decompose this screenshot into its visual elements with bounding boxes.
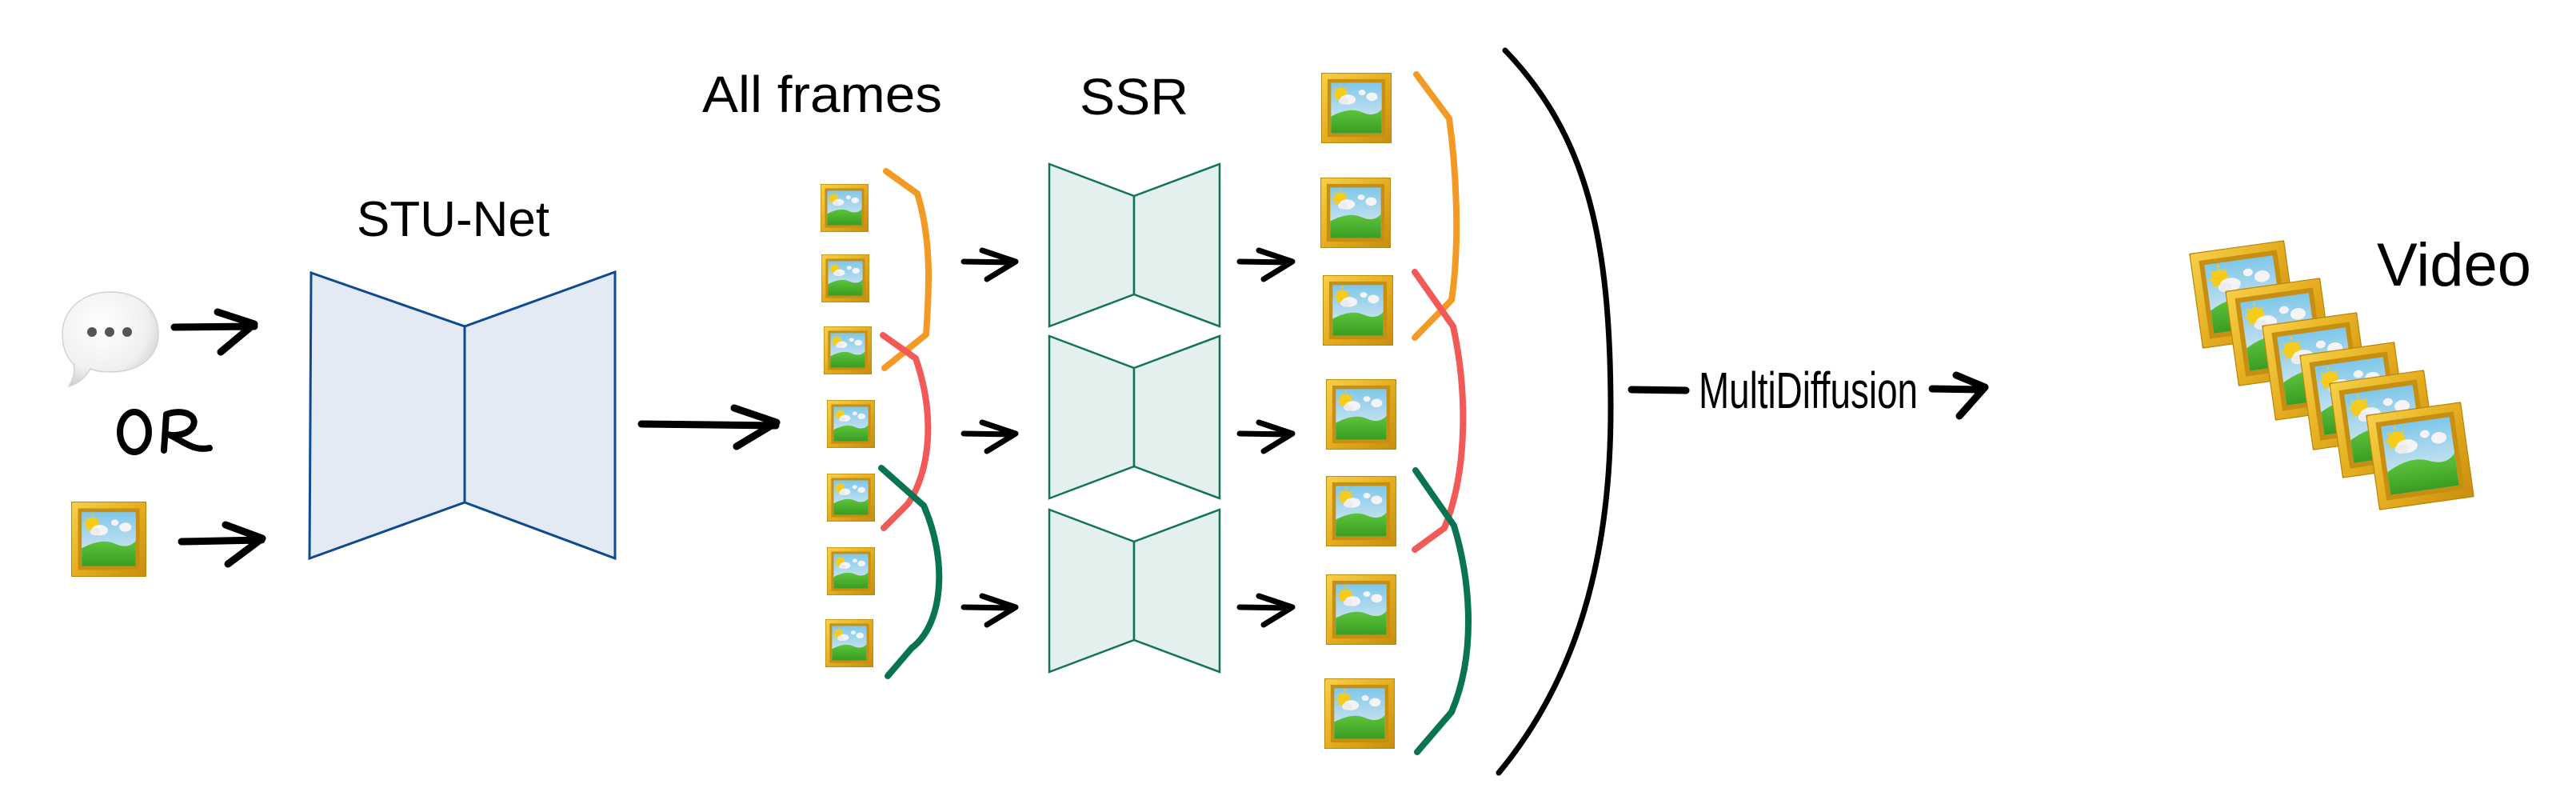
text-input-arrow — [170, 308, 258, 356]
stu-net-section: STU-Net — [308, 192, 781, 561]
ssr-encoder — [1048, 162, 1136, 328]
multidiffusion-label: MultiDiffusion — [1699, 362, 1918, 419]
video-frame-6 — [2366, 402, 2474, 510]
output-frame-2 — [1320, 178, 1391, 248]
ssr-input-arrow-1 — [961, 247, 1019, 282]
all-frame-2 — [821, 254, 869, 302]
multidiffusion-section: MultiDiffusion — [1627, 362, 1989, 420]
stu-net-output-arrow — [637, 404, 781, 450]
multidiffusion-arrow — [1928, 371, 1989, 420]
ssr-output-arrow-1 — [1236, 247, 1296, 282]
all-frames-label: All frames — [702, 66, 942, 123]
output-frames-section — [1320, 71, 1472, 755]
all-frames-window-lines — [878, 168, 943, 679]
all-frame-3 — [824, 326, 872, 374]
all-frame-7 — [825, 619, 873, 667]
video-label: Video — [2377, 231, 2531, 299]
output-frame-1 — [1321, 73, 1392, 143]
output-frames-window-2-line — [1412, 269, 1467, 553]
all-frame-5 — [827, 474, 875, 522]
ssr-input-arrow-3 — [961, 593, 1019, 628]
ssr-input-arrow-2 — [961, 419, 1019, 454]
output-frames-window-1-line — [1412, 71, 1460, 341]
stu-net-label: STU-Net — [357, 192, 549, 247]
input-image-icon — [71, 502, 146, 577]
stu-net-encoder — [308, 270, 466, 561]
output-frames-window-lines — [1412, 71, 1472, 755]
or-handwritten-label: OR — [117, 409, 213, 455]
stu-net-block — [308, 270, 617, 561]
ssr-output-arrow-2 — [1236, 419, 1296, 454]
ssr-section: SSR — [961, 68, 1296, 674]
all-frames-section: All frames — [702, 66, 943, 679]
ssr-output-arrow-3 — [1236, 593, 1296, 628]
ssr-block-1 — [1048, 162, 1221, 328]
all-frame-6 — [827, 547, 875, 595]
ssr-encoder — [1048, 508, 1136, 674]
input-section: OR — [62, 291, 266, 577]
aggregation-bracket — [1496, 47, 1614, 776]
output-frame-5 — [1326, 476, 1396, 546]
ssr-block-3 — [1048, 508, 1221, 674]
all-frame-4 — [827, 400, 875, 448]
all-frame-1 — [821, 184, 869, 232]
ssr-arrows — [961, 247, 1296, 628]
all-frames-window-1-line — [881, 168, 933, 371]
all-frames-window-3-line — [878, 465, 943, 679]
ssr-block-2 — [1048, 334, 1221, 500]
image-input-arrow — [178, 521, 266, 568]
speech-bubble-icon — [62, 291, 159, 388]
ssr-label: SSR — [1080, 68, 1188, 126]
all-frames-column — [821, 184, 875, 667]
output-frame-4 — [1326, 379, 1396, 450]
stu-net-decoder — [463, 270, 617, 561]
ssr-decoder — [1132, 508, 1221, 674]
output-frame-3 — [1323, 275, 1393, 346]
ssr-blocks — [1048, 162, 1221, 674]
video-section: Video — [2189, 231, 2531, 510]
ssr-encoder — [1048, 334, 1136, 500]
output-frame-7 — [1324, 678, 1395, 749]
output-frame-6 — [1326, 574, 1396, 645]
ssr-decoder — [1132, 334, 1221, 500]
output-frames-window-3-line — [1412, 467, 1472, 755]
output-frames-column — [1320, 73, 1396, 749]
ssr-decoder — [1132, 162, 1221, 328]
